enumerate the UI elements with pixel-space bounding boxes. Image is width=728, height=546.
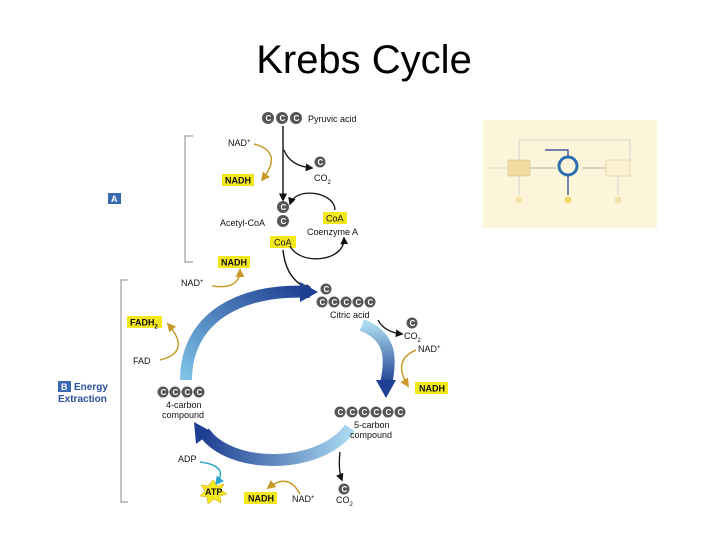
svg-text:C: C	[350, 408, 356, 417]
co2-b-carbon: C	[406, 317, 418, 329]
section-b-bracket	[120, 279, 128, 503]
svg-text:C: C	[281, 203, 287, 212]
nad-plus-c-label: NAD+	[418, 344, 441, 354]
co2-release-arrow-d	[336, 451, 344, 482]
section-b-badge	[58, 381, 71, 392]
adp-label: ADP	[178, 454, 197, 464]
pyruvic-acid-label: Pyruvic acid	[308, 114, 357, 124]
acetyl-to-citric-arrow	[282, 249, 314, 293]
acetyl-coa-label: Acetyl-CoA	[220, 218, 265, 228]
nad-to-nadh-arrow-d	[266, 479, 301, 495]
nadh-c-box	[415, 382, 448, 394]
cycle-arc-right	[359, 319, 395, 386]
five-carbon-molecule: C C C C C C	[334, 406, 406, 418]
coa-box-bottom	[270, 236, 296, 248]
svg-text:C: C	[320, 298, 326, 307]
svg-text:C: C	[368, 298, 374, 307]
svg-text:C: C	[362, 408, 368, 417]
co2-d-carbon: C	[338, 483, 350, 495]
section-b-line1: Energy	[74, 382, 108, 393]
nadh-a-label: NADH	[225, 176, 251, 186]
nad-to-nadh-arrow-c	[400, 349, 417, 388]
svg-text:C: C	[197, 388, 203, 397]
adp-to-atp-arrow	[199, 461, 224, 486]
svg-text:C: C	[344, 298, 350, 307]
five-carbon-label-line1: 5-carbon	[354, 420, 390, 430]
coenzyme-a-label: Coenzyme A	[307, 227, 358, 237]
coa-box	[323, 212, 347, 224]
nad-plus-d-label: NAD+	[292, 494, 315, 504]
nadh-b-box	[218, 256, 250, 268]
citric-acid-label: Citric acid	[330, 310, 370, 320]
cycle-arc-bottom	[199, 424, 355, 466]
coa-label: CoA	[326, 214, 344, 224]
svg-text:C: C	[410, 319, 416, 328]
five-carbon-label-line2: compound	[350, 430, 392, 440]
citric-acid-molecule: C C C C C C	[316, 283, 376, 308]
atp-label: ATP	[205, 487, 222, 497]
svg-text:C: C	[398, 408, 404, 417]
fadh2-box	[127, 316, 162, 328]
nadh-d-label: NADH	[248, 494, 274, 504]
pyruvic-acid-molecule: C C C	[262, 112, 302, 124]
svg-text:C: C	[185, 388, 191, 397]
section-b-letter: B	[61, 382, 68, 392]
section-a-bracket	[184, 135, 193, 263]
nad-to-nadh-arrow-a	[253, 143, 272, 182]
coa-enter-arrow	[288, 192, 336, 211]
svg-text:C: C	[318, 158, 324, 167]
nadh-d-box	[244, 492, 277, 504]
fad-label: FAD	[133, 356, 151, 366]
svg-text:C: C	[324, 285, 330, 294]
svg-text:C: C	[280, 114, 286, 123]
svg-text:C: C	[386, 408, 392, 417]
svg-text:C: C	[161, 388, 167, 397]
svg-text:C: C	[294, 114, 300, 123]
slide-title: Krebs Cycle	[256, 38, 472, 82]
nadh-c-label: NADH	[419, 384, 445, 394]
svg-text:C: C	[356, 298, 362, 307]
coa-return-arrow	[289, 236, 349, 260]
co2-a-label: CO2	[314, 173, 332, 186]
cycle-arc-top	[180, 285, 311, 381]
svg-text:C: C	[332, 298, 338, 307]
cycle-arrowhead-bottom	[194, 422, 212, 444]
nad-to-nadh-arrow-b	[211, 268, 245, 288]
svg-text:C: C	[338, 408, 344, 417]
svg-text:C: C	[281, 217, 287, 226]
atp-burst	[199, 479, 228, 505]
section-b-line2: Extraction	[58, 394, 107, 405]
co2-release-arrow-a	[283, 149, 314, 172]
nadh-b-label: NADH	[221, 258, 247, 268]
svg-text:C: C	[374, 408, 380, 417]
svg-text:C: C	[173, 388, 179, 397]
nadh-a-box	[222, 174, 254, 186]
nad-plus-b-label: NAD+	[181, 278, 204, 288]
cycle-arrowhead-right	[376, 380, 396, 398]
cycle-arrowhead-top	[300, 282, 318, 302]
nad-plus-a-label: NAD+	[228, 138, 251, 148]
svg-text:C: C	[342, 485, 348, 494]
co2-a-carbon: C	[314, 156, 326, 168]
overview-thumbnail	[483, 120, 657, 228]
four-carbon-label-line2: compound	[162, 410, 204, 420]
co2-release-arrow-b	[377, 319, 404, 338]
co2-d-label: CO2	[336, 495, 354, 508]
fadh2-label: FADH2	[130, 318, 159, 331]
four-carbon-label-line1: 4-carbon	[166, 400, 202, 410]
section-a-letter: A	[111, 194, 118, 204]
fad-to-fadh2-arrow	[159, 322, 179, 361]
section-a-badge	[108, 193, 121, 204]
svg-text:C: C	[266, 114, 272, 123]
co2-b-label: CO2	[404, 331, 422, 344]
acetyl-coa-molecule: C C	[277, 201, 289, 227]
four-carbon-molecule: C C C C	[157, 386, 205, 398]
coa-bottom-label: CoA	[274, 238, 292, 248]
